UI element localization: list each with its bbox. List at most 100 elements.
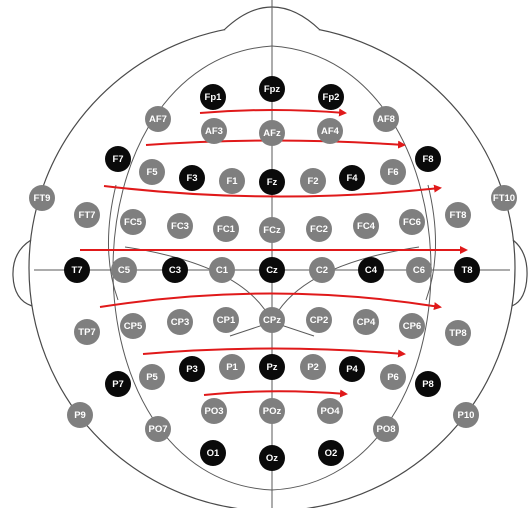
electrode-label: F7 [112, 154, 123, 165]
electrode-label: P8 [422, 379, 434, 390]
right-ear-shape [511, 239, 528, 307]
electrode-label: PO3 [204, 406, 223, 417]
electrode-marker [179, 356, 205, 382]
electrode-p2: P2 [300, 354, 326, 380]
electrode-label: FC3 [171, 221, 189, 232]
electrode-marker [399, 313, 425, 339]
electrode-marker [105, 371, 131, 397]
scan-arrow [199, 108, 347, 117]
electrode-marker [259, 169, 285, 195]
electrode-label: FT9 [34, 193, 51, 204]
electrode-marker [339, 356, 365, 382]
electrode-ft8: FT8 [445, 202, 471, 228]
electrode-cpz: CPz [259, 307, 285, 333]
electrode-label: POz [263, 406, 282, 417]
electrode-label: TP8 [449, 328, 466, 339]
electrode-marker [353, 309, 379, 335]
electrode-p4: P4 [339, 356, 365, 382]
electrode-label: Pz [266, 362, 277, 373]
electrode-p7: P7 [105, 371, 131, 397]
electrode-label: FT10 [493, 193, 515, 204]
electrode-marker [259, 217, 285, 243]
electrode-marker [200, 84, 226, 110]
scan-arrow [203, 389, 348, 398]
electrode-marker [213, 307, 239, 333]
electrode-label: O1 [207, 448, 220, 459]
electrode-label: CP2 [310, 315, 328, 326]
electrode-f8: F8 [415, 146, 441, 172]
electrode-pz: Pz [259, 354, 285, 380]
electrode-marker [139, 364, 165, 390]
electrode-cp4: CP4 [353, 309, 379, 335]
electrode-fpz: Fpz [259, 76, 285, 102]
electrode-label: AF8 [377, 114, 395, 125]
electrode-marker [373, 106, 399, 132]
electrode-marker [306, 216, 332, 242]
electrode-label: CPz [263, 315, 281, 326]
electrode-p5: P5 [139, 364, 165, 390]
electrode-label: T7 [71, 265, 82, 276]
electrode-marker [64, 257, 90, 283]
electrode-marker [167, 309, 193, 335]
electrode-label: CP4 [357, 317, 376, 328]
electrode-marker [454, 257, 480, 283]
electrode-marker [415, 371, 441, 397]
electrode-p10: P10 [453, 402, 479, 428]
electrode-label: C4 [365, 265, 378, 276]
electrode-label: FT8 [450, 210, 467, 221]
electrode-p8: P8 [415, 371, 441, 397]
electrode-label: T8 [461, 265, 472, 276]
electrode-t8: T8 [454, 257, 480, 283]
electrode-p9: P9 [67, 402, 93, 428]
electrode-marker [219, 354, 245, 380]
electrode-label: P2 [307, 362, 319, 373]
electrode-label: P6 [387, 372, 399, 383]
electrode-marker [167, 213, 193, 239]
electrode-po3: PO3 [201, 398, 227, 424]
electrode-label: FC4 [357, 221, 376, 232]
electrode-marker [380, 364, 406, 390]
electrode-ft9: FT9 [29, 185, 55, 211]
electrode-marker [209, 257, 235, 283]
electrode-f6: F6 [380, 159, 406, 185]
electrode-poz: POz [259, 398, 285, 424]
electrode-t7: T7 [64, 257, 90, 283]
electrode-cz: Cz [259, 257, 285, 283]
electrode-label: CP5 [124, 321, 143, 332]
electrode-ft10: FT10 [491, 185, 517, 211]
electrode-label: P4 [346, 364, 358, 375]
electrode-f2: F2 [300, 168, 326, 194]
electrode-c4: C4 [358, 257, 384, 283]
electrode-afz: AFz [259, 120, 285, 146]
electrode-marker [200, 440, 226, 466]
electrode-label: FC2 [310, 224, 328, 235]
electrode-marker [74, 319, 100, 345]
electrode-fc1: FC1 [213, 216, 239, 242]
electrode-marker [259, 398, 285, 424]
electrode-label: C2 [316, 265, 328, 276]
electrode-marker [259, 120, 285, 146]
electrode-p6: P6 [380, 364, 406, 390]
electrode-label: C1 [216, 265, 229, 276]
electrode-fc5: FC5 [120, 209, 146, 235]
electrode-marker [415, 146, 441, 172]
electrode-marker [300, 168, 326, 194]
electrode-label: AFz [263, 128, 281, 139]
electrode-po7: PO7 [145, 416, 171, 442]
electrode-f3: F3 [179, 165, 205, 191]
electrode-c5: C5 [111, 257, 137, 283]
electrode-marker [29, 185, 55, 211]
electrode-marker [399, 209, 425, 235]
electrode-marker [300, 354, 326, 380]
electrode-fp1: Fp1 [200, 84, 226, 110]
electrode-ft7: FT7 [74, 202, 100, 228]
electrode-marker [259, 76, 285, 102]
electrode-marker [317, 118, 343, 144]
electrode-marker [339, 165, 365, 191]
electrode-c2: C2 [309, 257, 335, 283]
electrode-label: Fz [267, 177, 278, 188]
electrode-c6: C6 [406, 257, 432, 283]
electrode-label: CP3 [171, 317, 189, 328]
electrode-f1: F1 [219, 168, 245, 194]
electrode-label: P5 [146, 372, 158, 383]
